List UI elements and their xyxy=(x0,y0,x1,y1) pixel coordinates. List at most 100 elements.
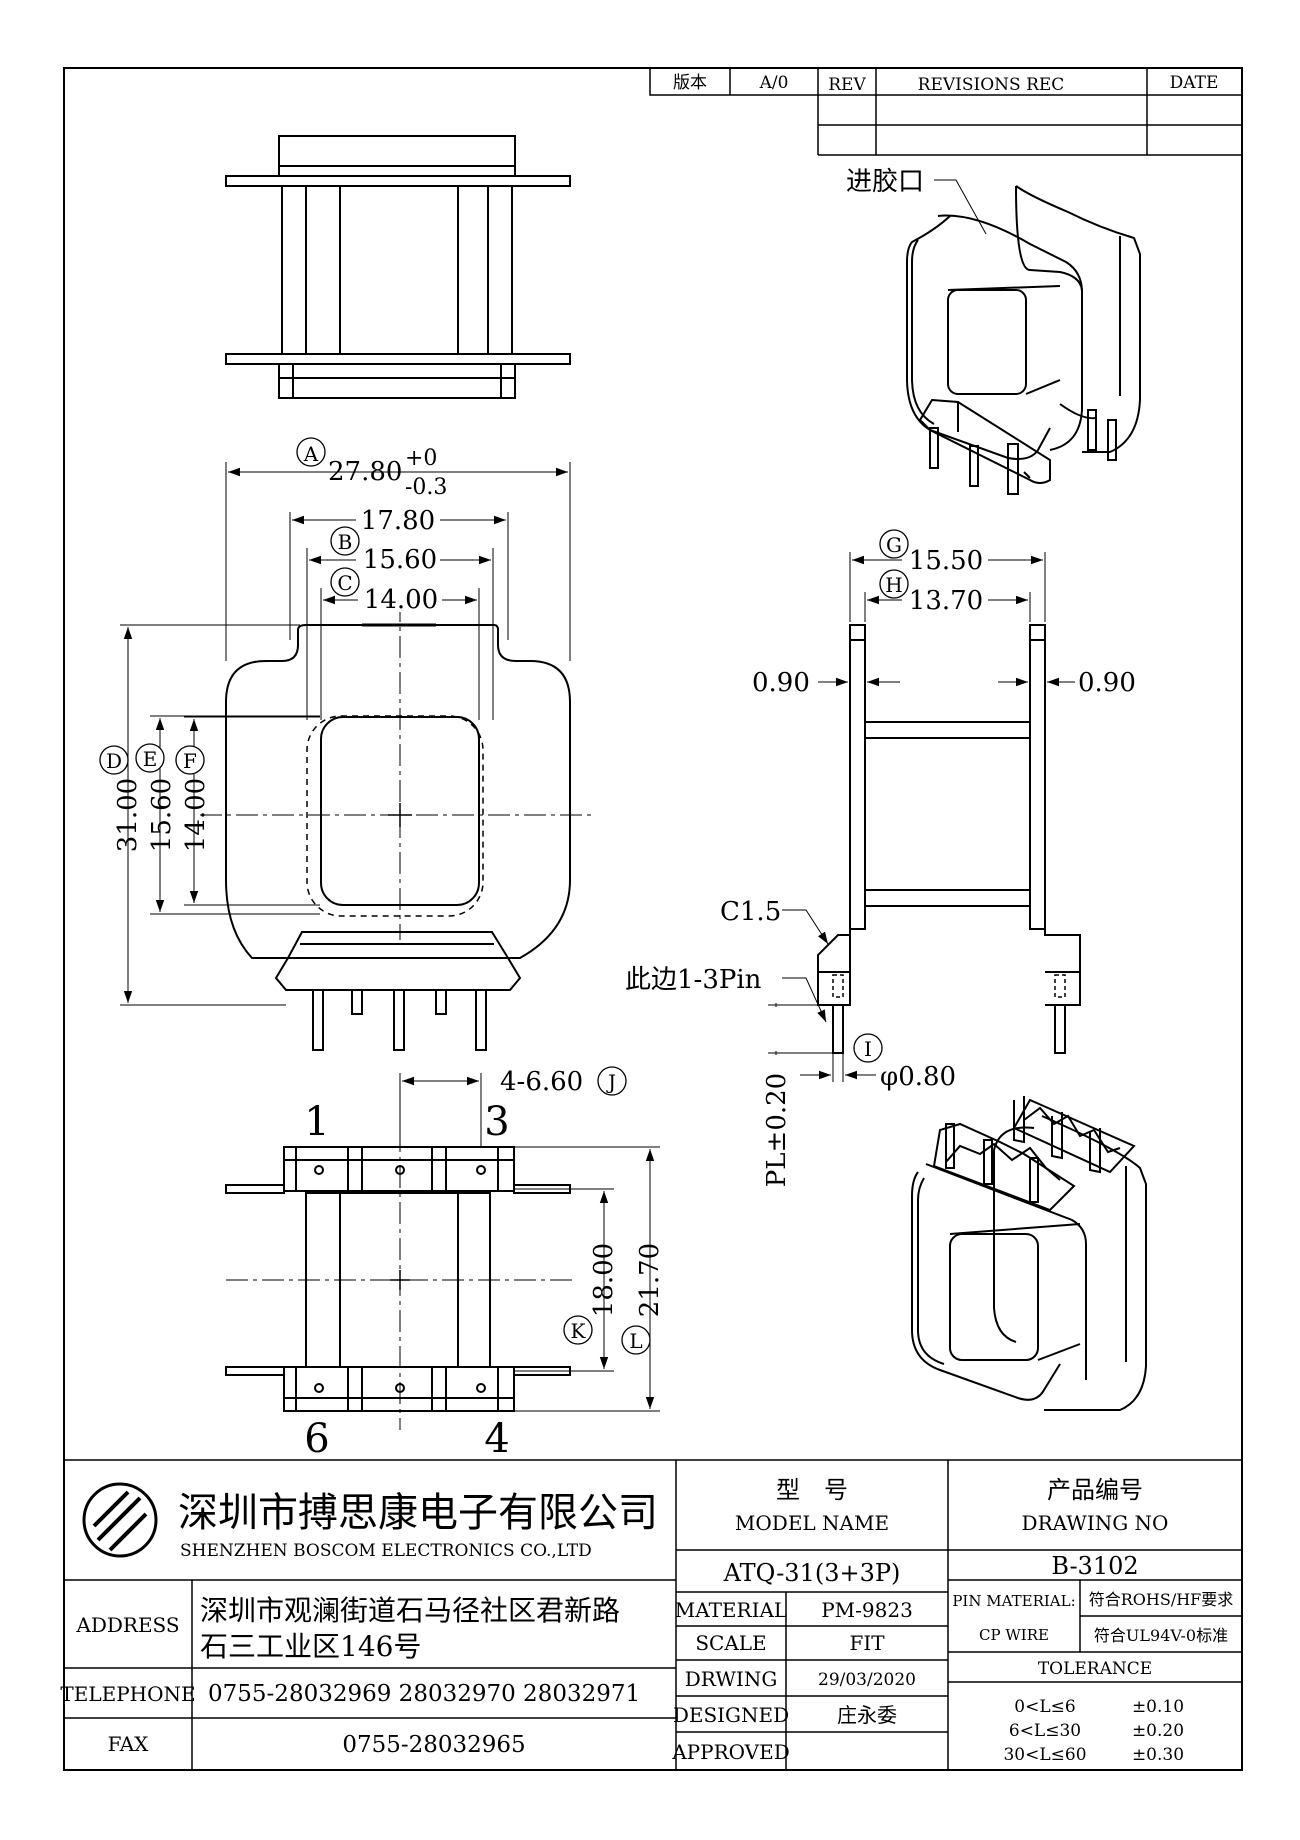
telephone-value: 0755-28032969 28032970 28032971 xyxy=(208,1681,640,1707)
cp-wire-value: 符合UL94V-0标准 xyxy=(1094,1626,1228,1645)
dim-D xyxy=(120,624,300,1006)
tolerance-range-1: 0<L≤6 xyxy=(1014,1697,1075,1717)
dim-I xyxy=(800,1053,876,1082)
dim-F-balloon xyxy=(175,745,205,775)
title-block-grid xyxy=(64,1459,1242,1770)
dim-H-balloon xyxy=(879,569,909,599)
svg-text:31.00: 31.00 xyxy=(113,778,143,852)
dim-E-balloon xyxy=(135,743,165,773)
front-view-center-cross xyxy=(388,803,412,827)
tolerance-label: TOLERANCE xyxy=(1038,1659,1152,1679)
pin-label-1: 1 xyxy=(304,1099,329,1145)
dim-G-mark: G xyxy=(886,533,902,557)
dim-D-mark: D xyxy=(106,749,122,773)
dim-flange-right-value: 0.90 xyxy=(1078,668,1136,698)
fax-label: FAX xyxy=(108,1732,150,1756)
scale-label: SCALE xyxy=(695,1631,766,1655)
drawing-date-label: DRWING xyxy=(685,1667,778,1691)
dim-J-balloon xyxy=(597,1066,627,1096)
pin-material-value: 符合ROHS/HF要求 xyxy=(1089,1590,1234,1609)
dim-D-balloon xyxy=(99,745,129,775)
dim-G-balloon xyxy=(879,529,909,559)
approved-label: APPROVED xyxy=(671,1740,790,1764)
tolerance-range-2: 6<L≤30 xyxy=(1009,1721,1081,1741)
dim-H-value: 13.70 xyxy=(909,586,983,616)
dim-A-tol-upper: +0 xyxy=(405,446,437,471)
top-view xyxy=(225,135,571,399)
svg-text:21.70: 21.70 xyxy=(635,1243,665,1317)
dim-I-mark: I xyxy=(864,1037,872,1061)
model-value: ATQ-31(3+3P) xyxy=(723,1559,901,1587)
front-view xyxy=(225,623,571,1051)
dim-flange-left-value: 0.90 xyxy=(752,668,810,698)
svg-text:18.00: 18.00 xyxy=(589,1243,619,1317)
dim-E-mark: E xyxy=(143,747,158,771)
dim-K-balloon xyxy=(563,1315,593,1345)
dim-I-balloon xyxy=(853,1033,883,1063)
drawing-no-label-en: DRAWING NO xyxy=(1022,1511,1169,1535)
dim-G-value: 15.50 xyxy=(909,546,983,576)
dim-A-value: 27.80 xyxy=(328,457,402,487)
tolerance-value-1: ±0.10 xyxy=(1132,1697,1184,1717)
dim-D-label: 31.00 xyxy=(113,778,143,852)
dim-A-mark: A xyxy=(303,442,319,466)
tolerance-value-3: ±0.30 xyxy=(1132,1745,1184,1765)
revision-block xyxy=(649,67,1243,156)
version-value: A/0 xyxy=(759,73,789,93)
pin-label-6: 6 xyxy=(304,1416,329,1462)
front-view-centerlines xyxy=(200,600,595,940)
side-view xyxy=(817,624,1081,1054)
address-line2: 石三工业区146号 xyxy=(200,1630,421,1663)
dim-pin-length xyxy=(768,1003,833,1055)
pin-label-3: 3 xyxy=(484,1099,509,1145)
version-label: 版本 xyxy=(673,73,707,93)
dim-K xyxy=(514,1188,614,1372)
gate-callout: 进胶口 xyxy=(846,167,924,197)
dim-pin-length-label: PL±0.20 xyxy=(762,1073,792,1187)
designed-value: 庄永委 xyxy=(837,1703,897,1727)
dim-J-value: 4-6.60 xyxy=(500,1067,583,1097)
bottom-view-center-cross xyxy=(390,1270,410,1290)
pin-side-callout: 此边1-3Pin xyxy=(625,965,762,995)
chamfer-leader xyxy=(782,909,829,945)
fax-value: 0755-28032965 xyxy=(342,1732,525,1758)
material-value: PM-9823 xyxy=(821,1598,913,1622)
drawing-no-label-cn: 产品编号 xyxy=(1047,1476,1143,1504)
designed-label: DESIGNED xyxy=(673,1703,789,1727)
dim-A-balloon xyxy=(296,437,326,467)
tolerance-value-2: ±0.20 xyxy=(1132,1721,1184,1741)
dim-L-mark: L xyxy=(629,1329,642,1353)
dim-L-label: 21.70 xyxy=(635,1243,665,1317)
drawing-date-value: 29/03/2020 xyxy=(818,1670,916,1690)
pin-material-label: PIN MATERIAL: xyxy=(952,1592,1075,1610)
iso-view-bottom xyxy=(911,1096,1147,1411)
svg-text:14.00: 14.00 xyxy=(181,778,211,852)
scale-value: FIT xyxy=(849,1631,885,1655)
dim-E-label: 15.60 xyxy=(147,778,177,852)
pin-side-leader xyxy=(782,977,827,1023)
date-label: DATE xyxy=(1170,73,1219,93)
dim-C-balloon xyxy=(330,567,360,597)
tolerance-range-3: 30<L≤60 xyxy=(1003,1745,1086,1765)
dim-H-mark: H xyxy=(885,573,902,597)
pin-diameter-value: φ0.80 xyxy=(880,1062,956,1092)
dim-F-mark: F xyxy=(183,749,197,773)
address-label: ADDRESS xyxy=(75,1613,179,1637)
dim-B-balloon xyxy=(330,526,360,556)
dim-F-label: 14.00 xyxy=(181,778,211,852)
revisions-label: REVISIONS REC xyxy=(918,75,1065,95)
model-label-cn: 型 号 xyxy=(776,1476,848,1504)
dim-J xyxy=(399,1073,482,1147)
dim-L-balloon xyxy=(621,1325,651,1355)
dim-K-mark: K xyxy=(571,1319,587,1343)
address-line1: 深圳市观澜街道石马径社区君新路 xyxy=(200,1594,620,1627)
dim-C-mark: C xyxy=(337,571,352,595)
dim-A xyxy=(225,462,571,661)
material-label: MATERIAL xyxy=(675,1598,787,1622)
dim-B-mark: B xyxy=(338,530,353,554)
dim-C-value: 14.00 xyxy=(364,585,438,615)
dim-L xyxy=(514,1146,660,1412)
chamfer-callout: C1.5 xyxy=(720,897,781,927)
rev-label: REV xyxy=(828,75,866,95)
